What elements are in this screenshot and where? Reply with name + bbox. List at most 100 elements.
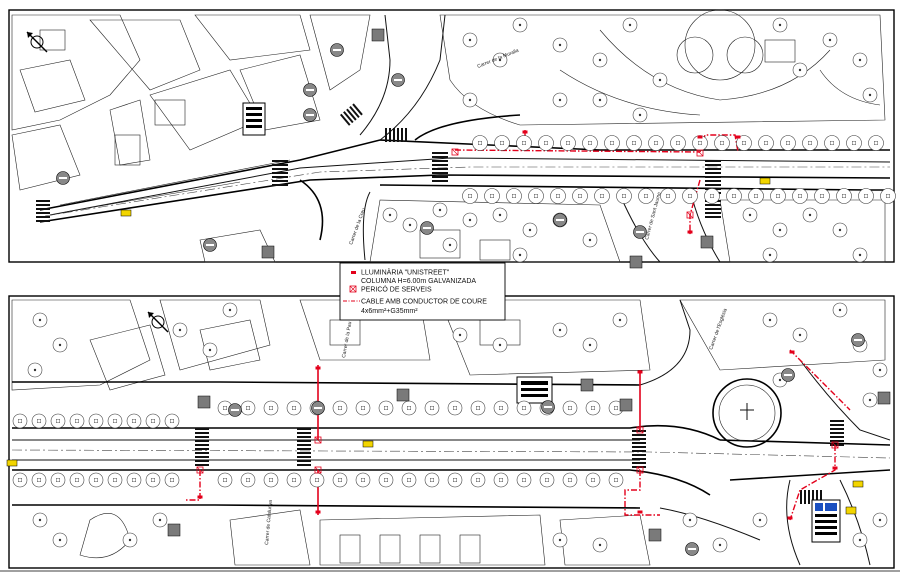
tree-icon bbox=[836, 188, 852, 204]
street-label: Carrer de l'Església bbox=[708, 308, 729, 351]
tree-icon bbox=[604, 135, 620, 151]
tree-icon bbox=[145, 413, 161, 429]
tree-icon bbox=[69, 472, 85, 488]
tree-icon bbox=[582, 337, 598, 353]
tree-icon bbox=[309, 472, 325, 488]
tree-icon bbox=[484, 188, 500, 204]
manhole-icon bbox=[314, 436, 322, 444]
tree-icon bbox=[492, 337, 508, 353]
tree-icon bbox=[286, 472, 302, 488]
traffic-sign-icon bbox=[396, 388, 410, 402]
round-sign-icon bbox=[420, 221, 434, 235]
tree-icon bbox=[263, 472, 279, 488]
traffic-sign-icon bbox=[261, 245, 275, 259]
tree-icon bbox=[824, 135, 840, 151]
tree-icon bbox=[626, 135, 642, 151]
tree-icon bbox=[493, 472, 509, 488]
tree-icon bbox=[868, 135, 884, 151]
tree-icon bbox=[31, 472, 47, 488]
tree-icon bbox=[126, 472, 142, 488]
tree-icon bbox=[822, 32, 838, 48]
tree-icon bbox=[670, 135, 686, 151]
traffic-sign-icon bbox=[371, 28, 385, 42]
tree-icon bbox=[401, 400, 417, 416]
tree-icon bbox=[378, 400, 394, 416]
tree-icon bbox=[594, 188, 610, 204]
tree-icon bbox=[846, 135, 862, 151]
street-label: Carrer de la Creu bbox=[348, 207, 367, 246]
manhole-icon bbox=[349, 285, 357, 293]
tree-icon bbox=[470, 400, 486, 416]
tree-icon bbox=[69, 413, 85, 429]
info-board-bottom bbox=[516, 376, 553, 404]
tree-icon bbox=[770, 188, 786, 204]
tree-icon bbox=[852, 52, 868, 68]
tree-icon bbox=[470, 472, 486, 488]
tree-icon bbox=[240, 472, 256, 488]
tree-icon bbox=[462, 212, 478, 228]
tree-icon bbox=[539, 472, 555, 488]
tree-icon bbox=[652, 72, 668, 88]
tree-icon bbox=[638, 188, 654, 204]
marker-icon bbox=[852, 480, 864, 488]
roundabout bbox=[712, 378, 782, 448]
tree-icon bbox=[442, 237, 458, 253]
service-pit-layer bbox=[196, 148, 839, 474]
tree-icon bbox=[772, 222, 788, 238]
tree-icon bbox=[592, 92, 608, 108]
tree-icon bbox=[32, 512, 48, 528]
tree-icon bbox=[660, 188, 676, 204]
tree-icon bbox=[748, 188, 764, 204]
tree-icon bbox=[538, 135, 554, 151]
tree-icon bbox=[562, 472, 578, 488]
tree-icon bbox=[447, 472, 463, 488]
tree-icon bbox=[50, 472, 66, 488]
round-sign-icon bbox=[303, 83, 317, 97]
tree-icon bbox=[528, 188, 544, 204]
tree-icon bbox=[332, 400, 348, 416]
round-sign-icon bbox=[303, 108, 317, 122]
manhole-icon bbox=[636, 466, 644, 474]
tree-icon bbox=[493, 400, 509, 416]
tree-icon bbox=[382, 207, 398, 223]
tree-icon bbox=[494, 135, 510, 151]
tree-icon bbox=[858, 188, 874, 204]
tree-icon bbox=[742, 207, 758, 223]
round-sign-icon bbox=[203, 238, 217, 252]
tree-icon bbox=[332, 472, 348, 488]
round-sign-icon bbox=[781, 368, 795, 382]
round-sign-icon bbox=[228, 403, 242, 417]
tree-icon bbox=[522, 222, 538, 238]
tree-icon bbox=[736, 135, 752, 151]
tree-icon bbox=[552, 37, 568, 53]
tree-icon bbox=[560, 135, 576, 151]
tree-icon bbox=[12, 413, 28, 429]
tree-icon bbox=[714, 135, 730, 151]
tree-icon bbox=[802, 207, 818, 223]
tree-icon bbox=[355, 472, 371, 488]
bottom-crosswalks bbox=[195, 420, 844, 504]
luminaire-layer bbox=[197, 130, 838, 520]
tree-icon bbox=[772, 17, 788, 33]
tree-icon bbox=[792, 188, 808, 204]
tree-icon bbox=[472, 135, 488, 151]
luminaire-icon bbox=[522, 130, 528, 134]
tree-icon bbox=[802, 135, 818, 151]
tree-icon bbox=[452, 327, 468, 343]
tree-icon bbox=[492, 207, 508, 223]
top-panel bbox=[11, 9, 891, 263]
info-board-top bbox=[242, 102, 266, 136]
manhole-icon bbox=[636, 426, 644, 434]
bottom-panel bbox=[11, 102, 891, 566]
tree-icon bbox=[616, 188, 632, 204]
tree-icon bbox=[263, 400, 279, 416]
tree-icon bbox=[552, 532, 568, 548]
tree-icon bbox=[752, 512, 768, 528]
bottom-panel-frame bbox=[8, 295, 895, 569]
manhole-icon bbox=[451, 148, 459, 156]
tree-icon bbox=[880, 188, 896, 204]
legend-luminaire-name: LLUMINÀRIA "UNISTREET" bbox=[361, 268, 450, 277]
tree-icon bbox=[832, 302, 848, 318]
tree-icon bbox=[612, 312, 628, 328]
